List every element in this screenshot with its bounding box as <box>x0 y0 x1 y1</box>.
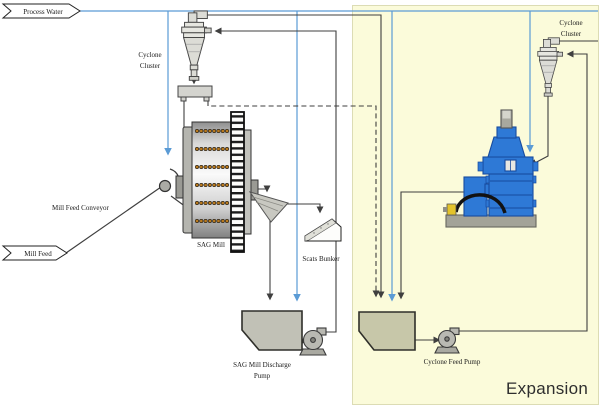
sag-mill-label: SAG Mill <box>197 241 225 249</box>
cyclone-distributor-icon <box>177 85 213 102</box>
screen-icon <box>248 191 289 223</box>
cyclone-feed-pump-label: Cyclone Feed Pump <box>423 358 481 366</box>
expansion-cyclone-cluster-label: Cyclone Cluster <box>559 19 583 38</box>
expansion-region-label: Expansion <box>506 379 589 398</box>
sag-discharge-hopper-icon <box>241 310 303 351</box>
process-water-banner <box>1 3 81 19</box>
process-water-lines <box>80 10 598 302</box>
sag-discharge-pump-icon <box>299 327 327 356</box>
sag-discharge-pump-label: SAG Mill Discharge Pump <box>233 361 291 380</box>
cyclone-cluster-icon <box>181 10 212 81</box>
valve-icon <box>446 203 457 216</box>
cyclone-feed-pump-icon <box>434 327 460 354</box>
mill-feed-label: Mill Feed <box>24 250 52 258</box>
scats-bunker-label: Scats Bunker <box>302 255 340 263</box>
mill-feed-banner <box>1 245 68 261</box>
scats-bunker-icon <box>304 218 342 242</box>
cyclone-cluster-label: Cyclone Cluster <box>138 51 162 70</box>
cyclone-feed-hopper-icon <box>358 311 416 351</box>
sag-mill-icon <box>175 111 259 253</box>
expansion-cyclone-cluster-icon <box>537 37 564 97</box>
tower-mill-icon <box>443 109 539 228</box>
mill-feed-conveyor-label: Mill Feed Conveyor <box>52 204 109 212</box>
mill-bolts <box>195 129 230 223</box>
process-water-label: Process Water <box>23 8 63 16</box>
